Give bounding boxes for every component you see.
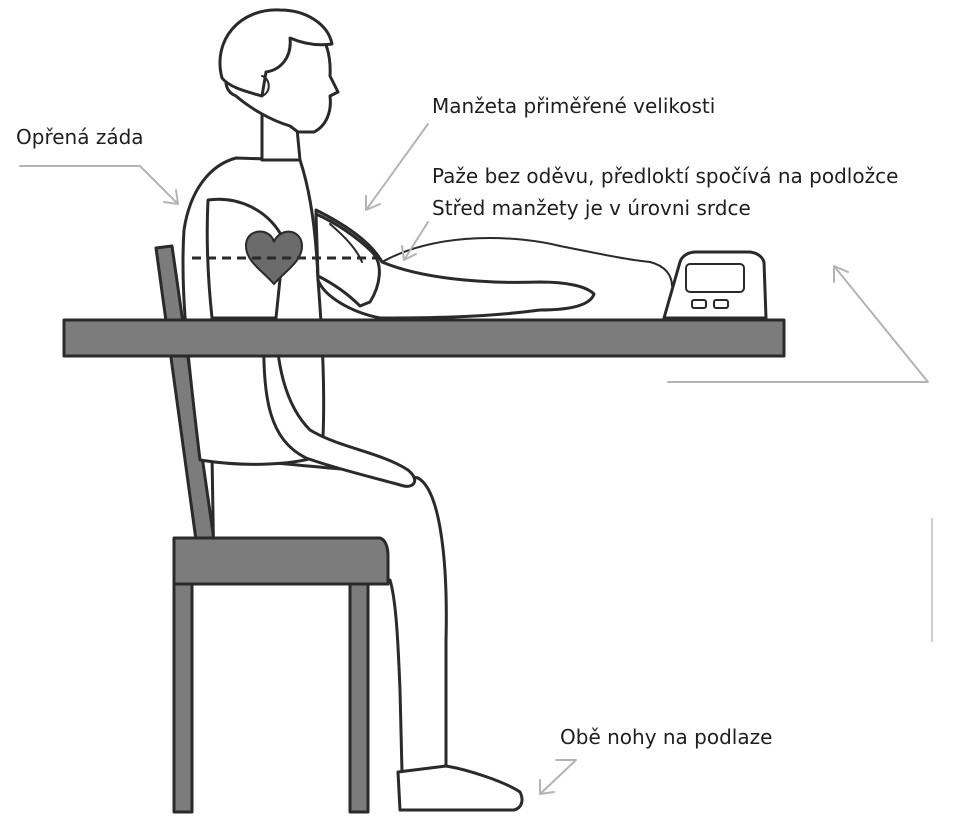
table bbox=[64, 320, 784, 356]
label-cuff-size: Manžeta přiměřené velikosti bbox=[432, 94, 715, 118]
labels: Opřená záda Manžeta přiměřené velikosti … bbox=[16, 94, 898, 749]
label-cuff-at-heart-level: Střed manžety je v úrovni srdce bbox=[432, 196, 751, 220]
monitor-button-right bbox=[714, 300, 728, 308]
chair-front-leg bbox=[350, 582, 368, 812]
blood-pressure-monitor bbox=[664, 252, 766, 318]
person-legs bbox=[212, 455, 446, 772]
pointers bbox=[20, 124, 932, 794]
measured-arm bbox=[316, 210, 672, 318]
chair-back-leg bbox=[174, 582, 192, 812]
label-arm-support: Paže bez oděvu, předloktí spočívá na pod… bbox=[432, 164, 898, 188]
chair-seat bbox=[174, 538, 388, 584]
pointer-feet bbox=[540, 760, 576, 794]
label-back-supported: Opřená záda bbox=[16, 125, 144, 149]
label-feet-on-floor: Obě nohy na podlaze bbox=[560, 725, 772, 749]
pointer-cuff-level bbox=[402, 222, 428, 260]
pointer-cuff-size bbox=[366, 124, 428, 210]
pointer-back bbox=[20, 166, 178, 204]
person-shoe bbox=[398, 766, 522, 810]
monitor-button-left bbox=[692, 300, 706, 308]
table-top bbox=[64, 320, 784, 356]
monitor-screen bbox=[686, 264, 744, 292]
